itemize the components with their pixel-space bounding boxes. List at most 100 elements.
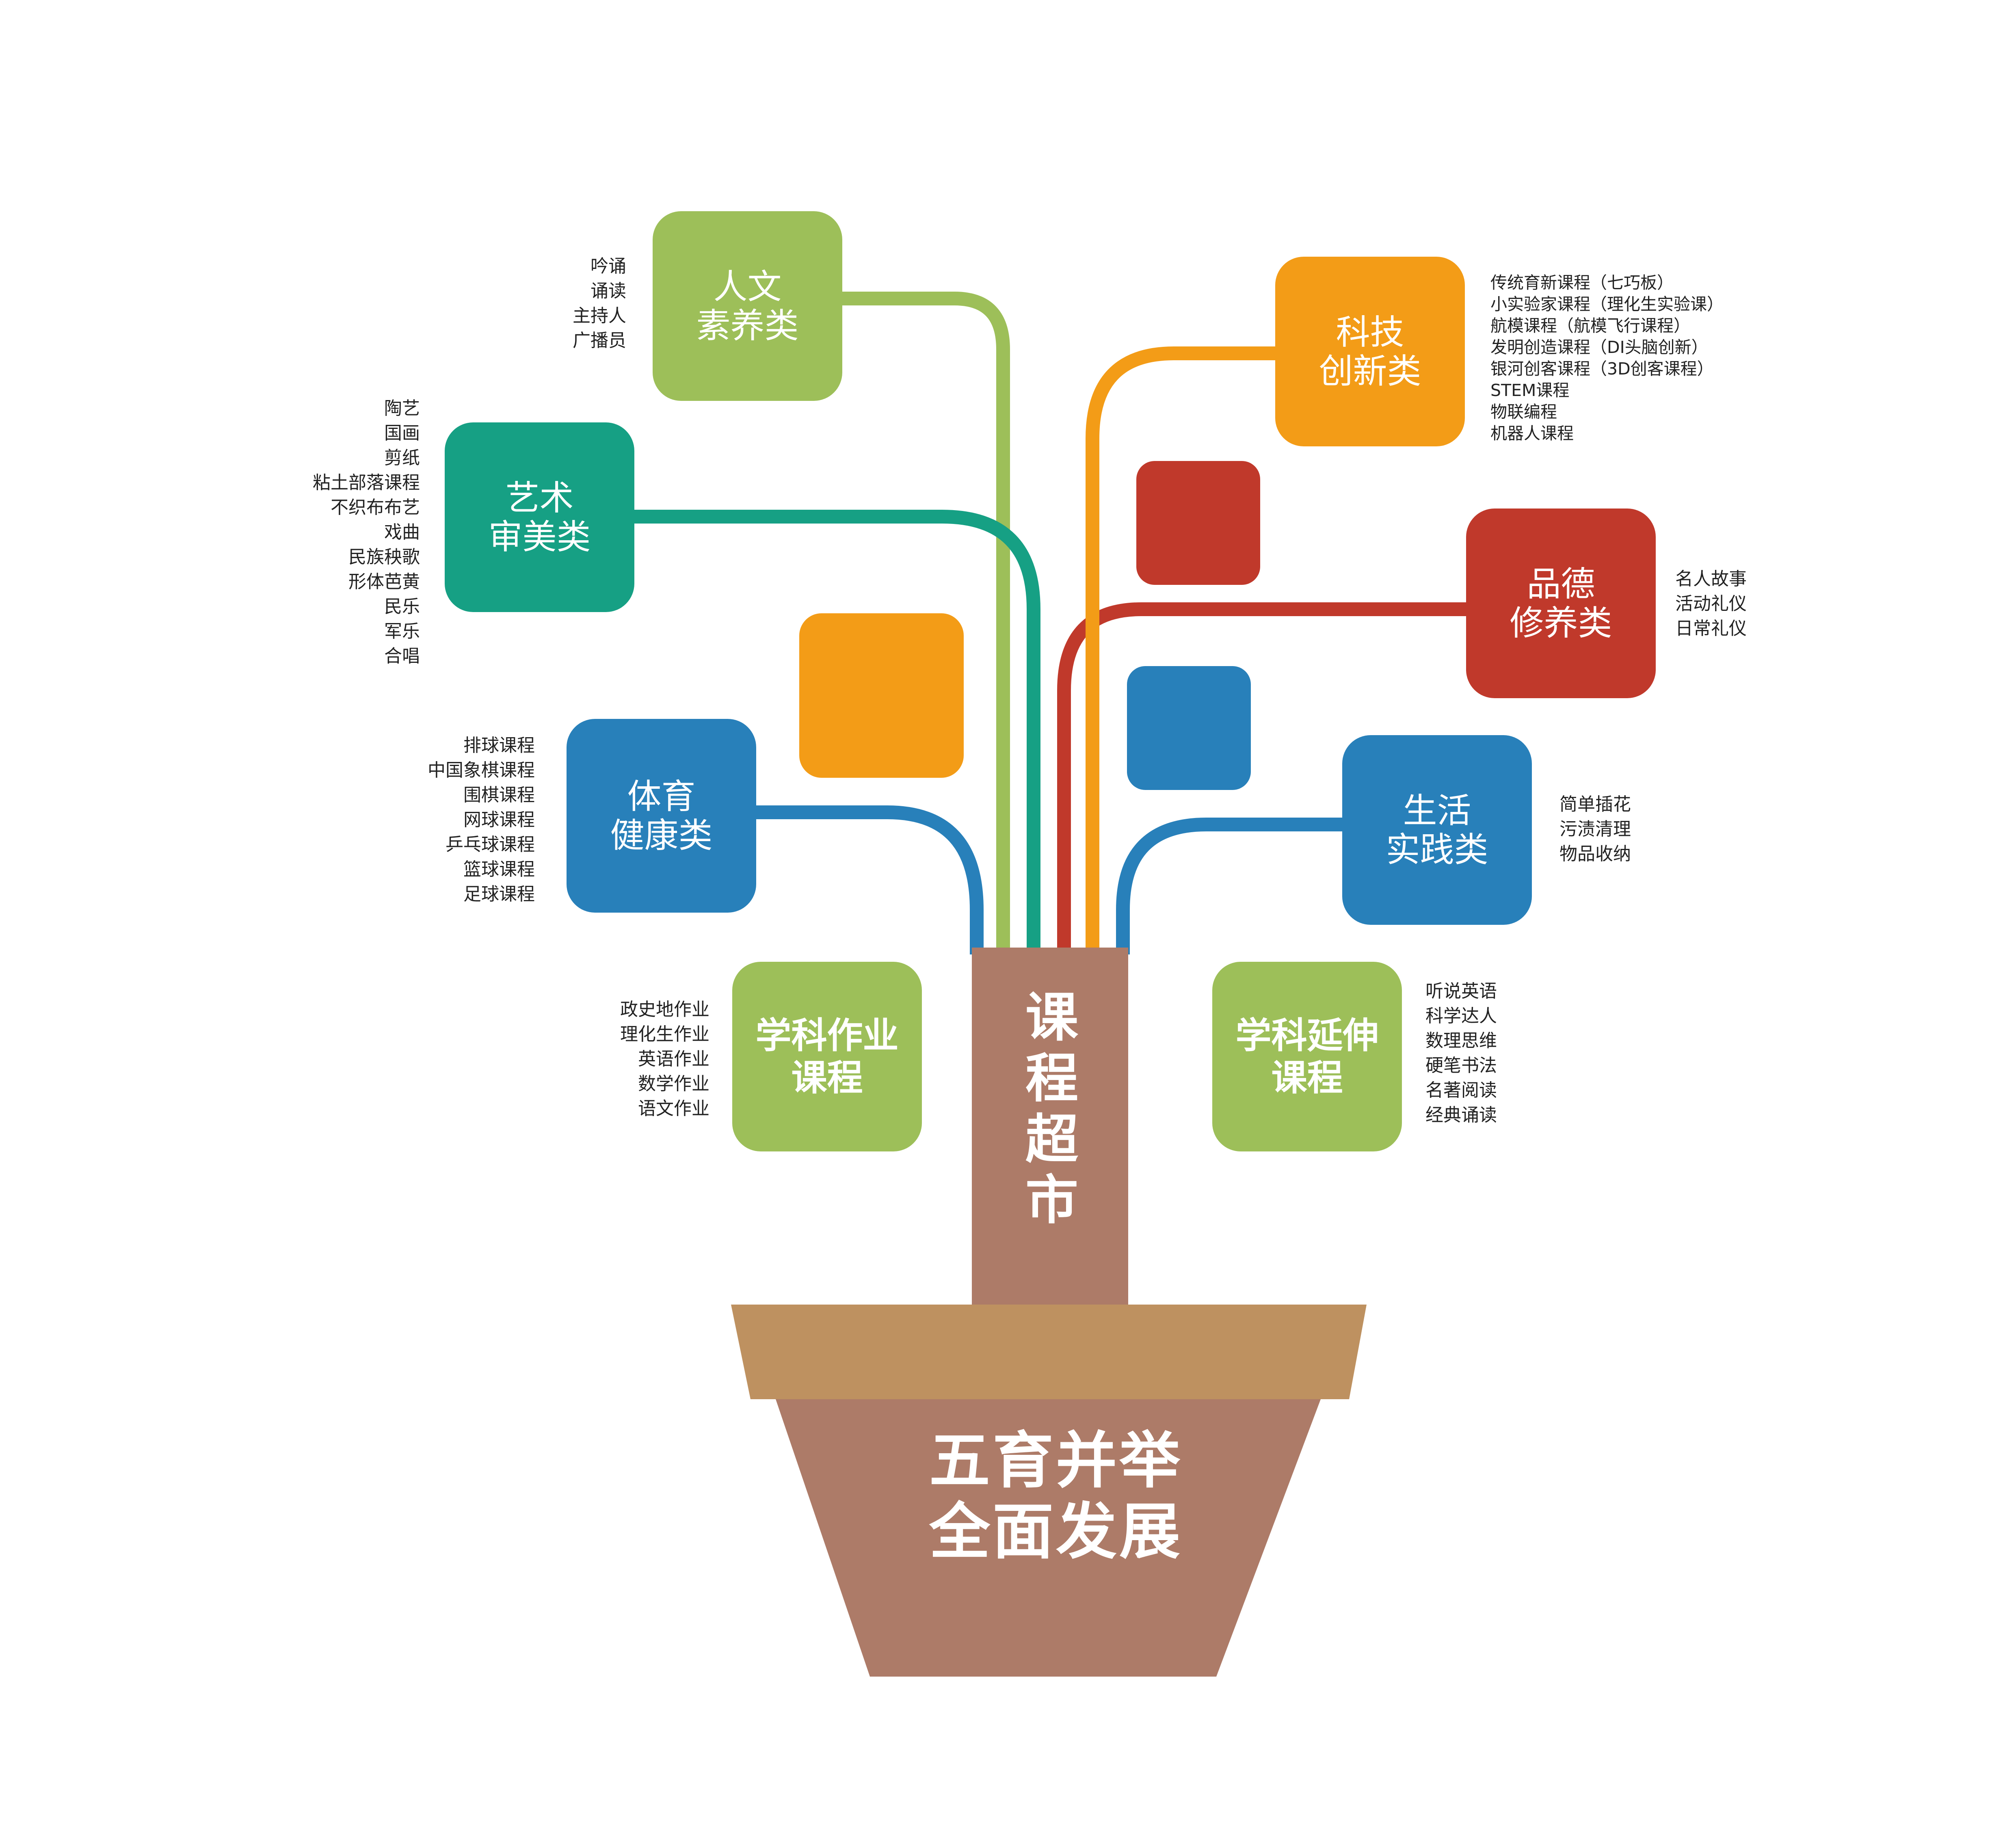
trunk-label-char: 市	[1025, 1169, 1078, 1231]
trunk-label-char: 超	[1025, 1108, 1078, 1170]
pot-rim	[731, 1305, 1367, 1399]
subject-extension-item: 经典诵读	[1425, 1105, 1497, 1125]
branch-humanities	[837, 292, 1010, 954]
subject-extension-item: 科学达人	[1425, 1006, 1497, 1026]
subject-extension-item: 数理思维	[1425, 1030, 1497, 1051]
sports-item: 中国象棋课程	[428, 760, 535, 781]
arts-item: 陶艺	[384, 398, 420, 419]
arts-item: 粘土部落课程	[313, 472, 420, 493]
science-item: 物联编程	[1490, 402, 1557, 422]
sports-item: 乒乓球课程	[446, 834, 535, 855]
sports-item-list: 排球课程 中国象棋课程 围棋课程 网球课程 乒乓球课程 篮球课程 足球课程	[428, 733, 535, 907]
arts-item: 军乐	[384, 621, 420, 642]
arts-item: 合唱	[384, 646, 420, 666]
category-science-title-2: 创新类	[1319, 351, 1421, 391]
branch-moral	[1057, 602, 1466, 954]
subject-homework-item-list: 政史地作业 理化生作业 英语作业 数学作业 语文作业	[620, 997, 709, 1121]
pot-label-line-2: 全面发展	[929, 1497, 1183, 1567]
category-moral-title-1: 品德	[1527, 564, 1595, 604]
arts-item: 形体芭黄	[348, 571, 420, 592]
humanities-item: 吟诵	[590, 256, 626, 277]
subject-homework-item: 语文作业	[638, 1098, 709, 1119]
trunk-label: 课 程 超 市	[987, 987, 1117, 1231]
humanities-item: 主持人	[573, 305, 626, 326]
subject-extension-item: 听说英语	[1425, 981, 1497, 1002]
moral-item: 名人故事	[1675, 569, 1747, 589]
category-arts-title-2: 审美类	[488, 517, 591, 557]
category-science-box: 科技 创新类	[1275, 257, 1465, 446]
science-item: 发明创造课程（DI头脑创新）	[1490, 338, 1708, 357]
category-humanities-title-2: 素养类	[696, 305, 799, 346]
moral-item-list: 名人故事 活动礼仪 日常礼仪	[1675, 567, 1747, 641]
science-item: 机器人课程	[1490, 424, 1574, 443]
arts-item: 不织布布艺	[331, 497, 420, 518]
category-subject-extension-title-1: 学科延伸	[1235, 1014, 1379, 1056]
category-arts-title-1: 艺术	[505, 478, 574, 518]
sports-item: 围棋课程	[463, 785, 535, 805]
category-subject-homework-title-1: 学科作业	[755, 1014, 899, 1056]
category-arts-box: 艺术 审美类	[445, 422, 634, 612]
science-item: STEM课程	[1490, 381, 1570, 400]
category-sports-box: 体育 健康类	[567, 719, 756, 913]
pot-label: 五育并举 全面发展	[853, 1426, 1259, 1568]
category-subject-extension-box: 学科延伸 课程	[1212, 962, 1402, 1151]
humanities-item: 广播员	[573, 330, 626, 351]
arts-item: 戏曲	[384, 522, 420, 543]
trunk-label-char: 课	[1025, 987, 1078, 1048]
pot-body	[776, 1399, 1321, 1677]
leaf-orange-decor	[799, 613, 964, 778]
subject-homework-item: 数学作业	[638, 1073, 709, 1094]
branch-science	[1086, 346, 1275, 954]
life-item: 物品收纳	[1559, 844, 1631, 864]
moral-item: 活动礼仪	[1675, 593, 1747, 614]
sports-item: 足球课程	[463, 884, 535, 905]
leaf-blue-decor	[1127, 666, 1251, 790]
life-item-list: 简单插花 污渍清理 物品收纳	[1559, 792, 1631, 866]
sports-item: 网球课程	[463, 809, 535, 830]
category-humanities-box: 人文 素养类	[653, 211, 842, 401]
branch-life	[1116, 818, 1344, 954]
trunk	[972, 948, 1128, 1305]
subject-extension-item: 硬笔书法	[1425, 1055, 1497, 1076]
category-sports-title-2: 健康类	[610, 815, 713, 855]
category-moral-box: 品德 修养类	[1466, 509, 1656, 698]
leaf-red-decor	[1136, 461, 1260, 585]
humanities-item: 诵读	[590, 281, 626, 301]
subject-extension-item: 名著阅读	[1425, 1080, 1497, 1101]
arts-item: 民族秧歌	[348, 547, 420, 567]
life-item: 简单插花	[1559, 794, 1631, 815]
arts-item: 国画	[384, 423, 420, 444]
science-item: 小实验家课程（理化生实验课）	[1490, 294, 1724, 314]
branch-sports	[755, 805, 984, 954]
subject-homework-item: 理化生作业	[620, 1024, 709, 1045]
category-subject-homework-title-2: 课程	[791, 1056, 863, 1099]
category-humanities-title-1: 人文	[713, 266, 782, 307]
sports-item: 排球课程	[463, 735, 535, 756]
category-life-box: 生活 实践类	[1342, 735, 1532, 925]
arts-item: 剪纸	[384, 448, 420, 468]
subject-homework-item: 英语作业	[638, 1049, 709, 1069]
category-moral-title-2: 修养类	[1510, 603, 1612, 643]
science-item: 传统育新课程（七巧板）	[1490, 273, 1674, 292]
category-science-title-1: 科技	[1336, 312, 1404, 352]
category-life-title-1: 生活	[1403, 790, 1471, 831]
arts-item: 民乐	[384, 596, 420, 617]
branch-arts	[634, 510, 1040, 954]
sports-item: 篮球课程	[463, 859, 535, 880]
category-sports-title-1: 体育	[627, 776, 696, 816]
science-item: 航模课程（航模飞行课程）	[1490, 316, 1690, 335]
science-item: 银河创客课程（3D创客课程）	[1490, 359, 1714, 379]
pot-label-line-1: 五育并举	[929, 1426, 1183, 1496]
subject-extension-item-list: 听说英语 科学达人 数理思维 硬笔书法 名著阅读 经典诵读	[1425, 979, 1497, 1127]
subject-homework-item: 政史地作业	[620, 999, 709, 1020]
category-life-title-2: 实践类	[1386, 829, 1488, 870]
moral-item: 日常礼仪	[1675, 618, 1747, 639]
science-item-list: 传统育新课程（七巧板） 小实验家课程（理化生实验课） 航模课程（航模飞行课程） …	[1490, 272, 1724, 444]
life-item: 污渍清理	[1559, 819, 1631, 840]
category-subject-homework-box: 学科作业 课程	[732, 962, 922, 1151]
arts-item-list: 陶艺 国画 剪纸 粘土部落课程 不织布布艺 戏曲 民族秧歌 形体芭黄 民乐 军乐…	[313, 396, 420, 669]
humanities-item-list: 吟诵 诵读 主持人 广播员	[573, 254, 626, 353]
trunk-label-char: 程	[1025, 1047, 1078, 1109]
